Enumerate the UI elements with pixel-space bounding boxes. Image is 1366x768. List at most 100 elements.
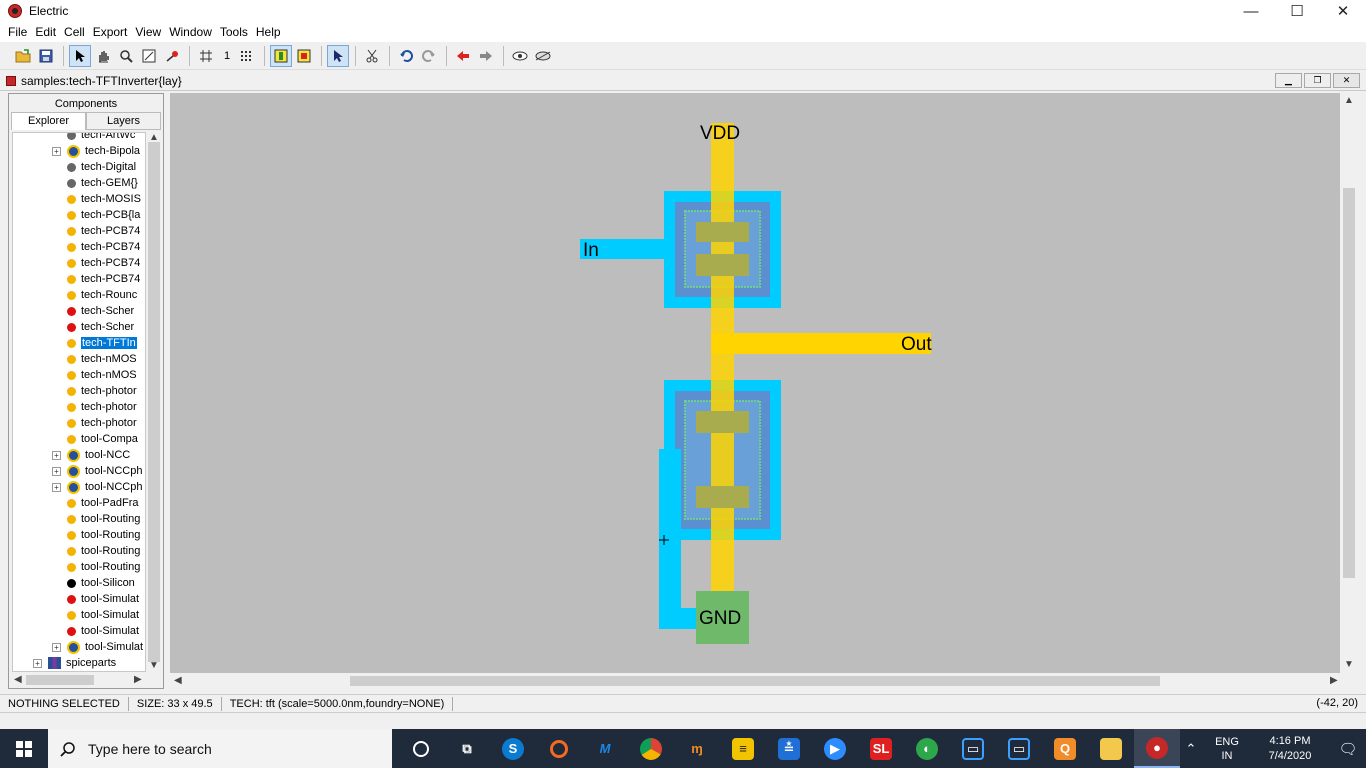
tree-item[interactable]: +tool-NCCph [52, 463, 142, 479]
ltspice-button[interactable]: ɱ [674, 729, 720, 768]
yellow-app-button[interactable]: ≡ [720, 729, 766, 768]
cut-icon[interactable] [361, 45, 383, 67]
zoom-icon[interactable] [115, 45, 137, 67]
tree-item[interactable]: tool-Simulat [52, 623, 139, 639]
back-arrow-icon[interactable] [452, 45, 474, 67]
canvas-scroll-up-icon[interactable]: ▲ [1344, 95, 1354, 106]
expand-icon[interactable]: + [33, 658, 42, 668]
tree-item[interactable]: tech-PCB74 [52, 255, 140, 271]
gnd-pad[interactable] [696, 591, 749, 644]
tree-item[interactable]: tech-PCB{la [52, 207, 140, 223]
canvas-vscroll-thumb[interactable] [1343, 188, 1355, 578]
doc-minimize-button[interactable]: ▁ [1275, 73, 1302, 88]
gnd-cyan-wire[interactable] [659, 449, 681, 629]
gnd-cyan-wire-horizontal[interactable] [659, 608, 699, 629]
sl-button[interactable]: SL [858, 729, 904, 768]
tree-item[interactable]: tech-ArtWc [52, 133, 135, 143]
grid-dots-icon[interactable] [236, 45, 258, 67]
show-eye-icon[interactable] [509, 45, 531, 67]
tree-item[interactable]: tech-GEM{} [52, 175, 138, 191]
tree-vertical-scrollbar[interactable]: ▲ ▼ [146, 132, 162, 672]
canvas-vertical-scrollbar[interactable]: ▲ ▼ [1340, 93, 1358, 673]
maximize-button[interactable]: ☐ [1290, 3, 1304, 20]
tree-item[interactable]: tech-MOSIS [52, 191, 141, 207]
tree-item[interactable]: tool-PadFra [52, 495, 138, 511]
tray-chevron-icon[interactable]: ⌃ [1185, 740, 1197, 756]
tree-item[interactable]: tech-photor [52, 415, 137, 431]
expand-icon[interactable]: + [52, 482, 61, 492]
tree-item[interactable]: tool-Simulat [52, 591, 139, 607]
out-wire[interactable] [711, 333, 931, 354]
scroll-left-icon[interactable]: ◀ [14, 674, 22, 685]
tree-item[interactable]: tool-Routing [52, 527, 140, 543]
tab-layers[interactable]: Layers [86, 112, 161, 130]
layout-drawing[interactable]: VDD In Out GND [170, 93, 1340, 673]
file-explorer-button[interactable] [1088, 729, 1134, 768]
yellow-metal-vertical[interactable] [711, 123, 734, 593]
full-selection-icon[interactable] [270, 44, 292, 67]
special-select-icon[interactable] [327, 44, 349, 67]
tree-item[interactable]: tool-Simulat [52, 607, 139, 623]
menu-file[interactable]: File [8, 25, 28, 39]
tree-item[interactable]: tech-Scher [52, 303, 134, 319]
expand-icon[interactable]: + [52, 450, 61, 460]
orange-app-button[interactable] [536, 729, 582, 768]
tree-item[interactable]: +tech-Bipola [52, 143, 140, 159]
pan-hand-icon[interactable] [92, 45, 114, 67]
tree-item[interactable]: tool-Silicon [52, 575, 135, 591]
canvas-scroll-left-icon[interactable]: ◀ [174, 675, 182, 686]
tree-item[interactable]: tech-PCB74 [52, 271, 140, 287]
minimize-button[interactable]: — [1243, 2, 1259, 20]
tree-hscroll-thumb[interactable] [26, 675, 94, 685]
open-library-icon[interactable] [12, 45, 34, 67]
zoom-button[interactable]: ▶ [812, 729, 858, 768]
window-app-button[interactable]: ▭ [950, 729, 996, 768]
task-view-button[interactable]: ⧉ [444, 729, 490, 768]
in-wire[interactable] [580, 239, 670, 259]
layout-canvas[interactable]: VDD In Out GND [170, 93, 1340, 673]
tree-item[interactable]: tech-nMOS [52, 367, 137, 383]
menu-window[interactable]: Window [169, 25, 212, 39]
select-arrow-icon[interactable] [69, 44, 91, 67]
tree-item[interactable]: tech-Digital [52, 159, 136, 175]
menu-cell[interactable]: Cell [64, 25, 85, 39]
expand-icon[interactable]: + [52, 466, 61, 476]
expand-icon[interactable]: + [52, 146, 61, 156]
cortana-button[interactable] [398, 729, 444, 768]
tree-item[interactable]: tool-Routing [52, 559, 140, 575]
doc-restore-button[interactable]: ❐ [1304, 73, 1331, 88]
components-tab[interactable]: Components [54, 98, 118, 110]
canvas-horizontal-scrollbar[interactable]: ◀ ▶ [170, 673, 1340, 689]
clock[interactable]: 4:16 PM 7/4/2020 [1250, 734, 1330, 764]
skype-button[interactable]: S [490, 729, 536, 768]
doc-close-button[interactable]: ✕ [1333, 73, 1360, 88]
tree-item[interactable]: +tool-NCC [52, 447, 130, 463]
tab-explorer[interactable]: Explorer [11, 112, 86, 130]
taskbar-search[interactable]: Type here to search [48, 729, 392, 768]
electric-taskbar-button[interactable]: ● [1134, 729, 1180, 768]
menu-edit[interactable]: Edit [35, 25, 57, 39]
expand-icon[interactable]: + [52, 642, 61, 652]
tree-item[interactable]: +spiceparts [33, 655, 116, 671]
redo-icon[interactable] [418, 45, 440, 67]
tree-item[interactable]: tool-Routing [52, 511, 140, 527]
scroll-up-icon[interactable]: ▲ [149, 132, 159, 143]
tree-item[interactable]: tool-Routing [52, 543, 140, 559]
menu-view[interactable]: View [135, 25, 162, 39]
measure-icon[interactable] [161, 45, 183, 67]
tree-item[interactable]: +tool-Simulat [52, 639, 143, 655]
quartus-button[interactable]: Q [1042, 729, 1088, 768]
tree-item[interactable]: tech-PCB74 [52, 239, 140, 255]
tree-item[interactable]: tech-photor [52, 399, 137, 415]
canvas-scroll-right-icon[interactable]: ▶ [1330, 675, 1338, 686]
language-indicator[interactable]: ENG IN [1204, 735, 1250, 763]
menu-help[interactable]: Help [255, 25, 281, 39]
hide-eye-icon[interactable] [532, 45, 554, 67]
canvas-hscroll-thumb[interactable] [350, 676, 1160, 686]
tree-item[interactable]: tech-photor [52, 383, 137, 399]
tree-item[interactable]: tech-nMOS [52, 351, 137, 367]
tree-item[interactable]: tool-Compa [52, 431, 138, 447]
tree-scroll-thumb[interactable] [148, 142, 160, 662]
tree-item[interactable]: tech-Scher [52, 319, 134, 335]
